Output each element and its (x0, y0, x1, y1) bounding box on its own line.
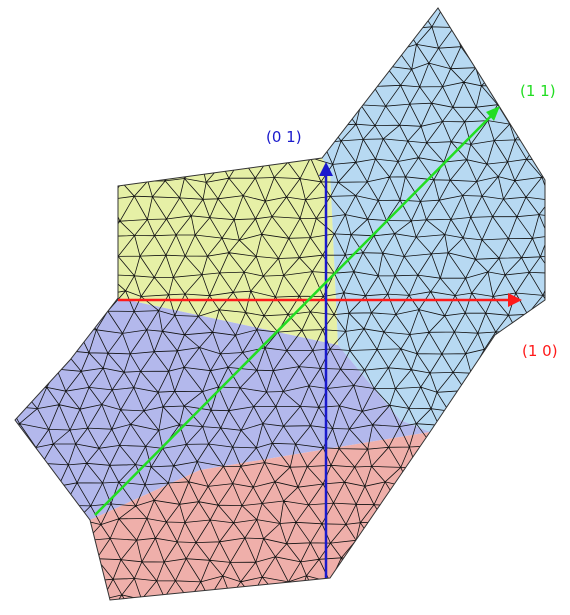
axis-label-0-1: (0 1) (266, 128, 302, 146)
axis-label-1-1: (1 1) (520, 82, 556, 100)
axis-0-1 (319, 162, 333, 578)
axis-1-1 (94, 106, 500, 516)
pink-region (90, 432, 430, 600)
axis-label-1-0: (1 0) (522, 342, 558, 360)
mesh-boundary (14, 7, 546, 601)
axis-1-0 (118, 293, 522, 307)
